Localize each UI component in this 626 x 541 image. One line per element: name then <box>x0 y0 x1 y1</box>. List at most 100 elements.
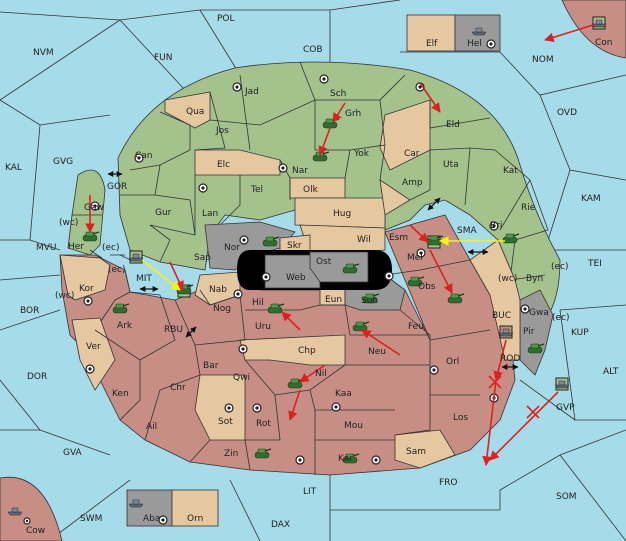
label-zin: Zin <box>224 449 238 459</box>
label-uta: Uta <box>443 160 459 170</box>
label-kor: Kor <box>79 284 94 294</box>
label-car: Car <box>404 149 420 159</box>
label-uru: Uru <box>255 322 271 332</box>
label-her-wc: (wc) <box>59 218 78 228</box>
label-hil: Hil <box>252 298 264 308</box>
label-can: Can <box>135 151 153 161</box>
label-amp: Amp <box>402 178 423 188</box>
label-aba: Aba <box>143 514 160 524</box>
label-hel: Hel <box>467 39 482 49</box>
label-nvm: NVM <box>33 48 54 58</box>
label-bor: BOR <box>20 306 39 316</box>
label-lan: Lan <box>202 209 218 219</box>
label-kat: Kat <box>503 166 518 176</box>
label-tei: TEI <box>587 259 602 269</box>
label-qua: Qua <box>186 107 204 117</box>
label-alt: ALT <box>603 367 619 377</box>
label-gwa-ec: (ec) <box>552 313 570 323</box>
label-grh: Grh <box>345 109 361 119</box>
label-nor: Nor <box>224 243 240 253</box>
label-ail: Ail <box>146 422 157 432</box>
label-dax: DAX <box>271 520 290 530</box>
label-sma: SMA <box>457 226 477 236</box>
label-dor: DOR <box>27 372 47 382</box>
label-wil: Wil <box>357 235 371 245</box>
label-byn-ec: (ec) <box>551 262 569 272</box>
region-ost[interactable] <box>309 251 369 283</box>
label-bar: Bar <box>203 361 219 371</box>
label-nom: NOM <box>532 55 554 65</box>
label-mou: Mou <box>344 421 363 431</box>
label-mel: Mel <box>407 253 423 263</box>
label-kal: KAL <box>5 163 22 173</box>
label-hug: Hug <box>333 209 351 219</box>
label-qwi: Qwi <box>233 373 250 383</box>
region-orn[interactable] <box>171 489 219 527</box>
label-gor: GOR <box>107 182 127 192</box>
label-yok: Yok <box>353 149 370 159</box>
label-fun: FUN <box>154 53 173 63</box>
label-pir: Pir <box>523 327 535 337</box>
label-kor-ec: (ec) <box>108 265 126 275</box>
label-orn: Orn <box>187 514 203 524</box>
label-ken: Ken <box>112 389 129 399</box>
label-sam: Sam <box>406 447 426 457</box>
label-rie: Rie <box>521 203 536 213</box>
region-car[interactable] <box>379 99 431 171</box>
label-con: Con <box>595 38 613 48</box>
label-skr: Skr <box>287 241 302 251</box>
label-sch: Sch <box>330 89 346 99</box>
label-feu: Feu <box>408 322 424 332</box>
label-nar: Nar <box>292 166 308 176</box>
label-ver: Ver <box>86 342 101 352</box>
label-chp: Chp <box>298 346 316 356</box>
label-web: Web <box>286 273 306 283</box>
label-cob: COB <box>303 45 323 55</box>
label-kar: Kar <box>338 454 353 464</box>
label-gur: Gur <box>155 208 172 218</box>
label-rot: Rot <box>256 419 271 429</box>
label-gvp: GVP <box>556 403 575 413</box>
region-sot[interactable] <box>194 374 246 441</box>
label-her-ec: (ec) <box>102 243 120 253</box>
label-tel: Tel <box>250 185 263 195</box>
label-kam: KAM <box>581 194 601 204</box>
label-olk: Olk <box>303 185 319 195</box>
label-mit: MIT <box>136 274 152 284</box>
label-nab: Nab <box>209 285 227 295</box>
label-fro: FRO <box>439 478 458 488</box>
label-orl: Orl <box>446 357 459 367</box>
label-sap: Sap <box>194 253 211 263</box>
unit-boxes <box>7 16 607 516</box>
label-ovd: OVD <box>557 108 577 118</box>
label-los: Los <box>453 413 468 423</box>
label-eun: Eun <box>325 295 342 305</box>
label-mvu: MVU <box>36 243 57 253</box>
region-kor-tan[interactable] <box>59 254 111 301</box>
orders <box>85 24 594 466</box>
label-gva: GVA <box>63 448 83 458</box>
label-bri: Bri <box>490 221 502 231</box>
label-eld: Eld <box>446 120 460 130</box>
label-her: Her <box>68 242 84 252</box>
label-elf: Elf <box>426 39 438 49</box>
label-som: SOM <box>556 492 577 502</box>
region-qua[interactable] <box>164 91 211 129</box>
region-gaw-her[interactable] <box>67 169 106 256</box>
label-ost: Ost <box>316 257 332 267</box>
label-kup: KUP <box>571 328 589 338</box>
label-rod: ROD <box>500 354 520 364</box>
label-gwa: Gwa <box>529 308 549 318</box>
label-byn-wc: (wc) <box>498 274 517 284</box>
label-byn: Byn <box>526 274 543 284</box>
label-neu: Neu <box>368 347 386 357</box>
region-yok-edge[interactable] <box>379 179 411 216</box>
label-kor-wc: (wc) <box>55 291 74 301</box>
label-lit: LIT <box>303 487 317 497</box>
label-kaa: Kaa <box>335 389 352 399</box>
label-ark: Ark <box>117 321 133 331</box>
label-buc: BUC <box>492 311 511 321</box>
region-sam[interactable] <box>394 429 456 469</box>
label-sot: Sot <box>218 417 233 427</box>
